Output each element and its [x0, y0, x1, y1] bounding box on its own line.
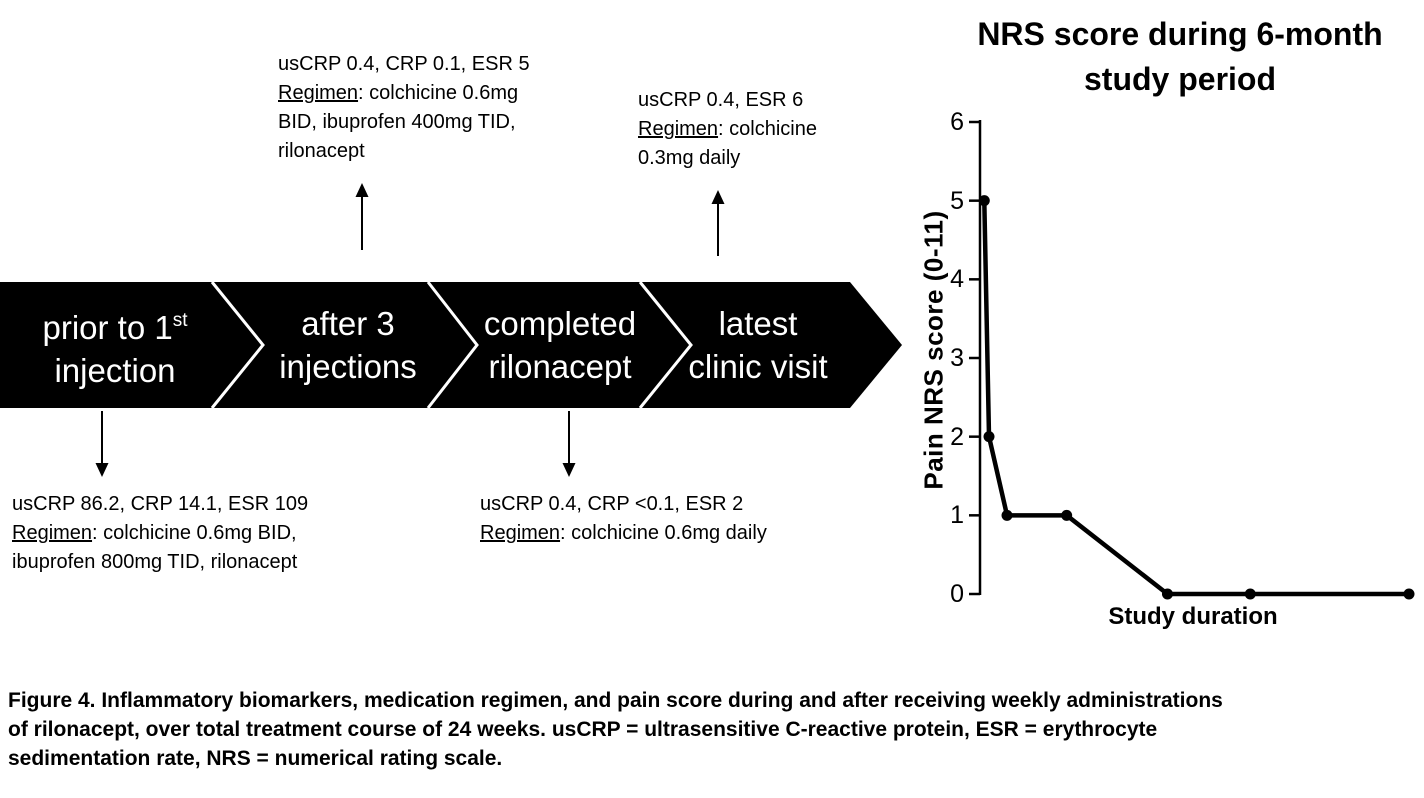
y-tick-label: 4: [950, 265, 964, 293]
nrs-score-line: [982, 200, 1409, 597]
regimen-line: Regimen: colchicine 0.6mg BID,: [12, 522, 297, 544]
ordinal-suffix: st: [172, 309, 188, 331]
y-tick-label: 0: [950, 580, 964, 608]
data-point: [1161, 588, 1173, 600]
timeline-banner: [0, 282, 902, 408]
annotation-completed-rilonacept: usCRP 0.4, CRP <0.1, ESR 2 Regimen: colc…: [480, 490, 767, 548]
data-point: [978, 195, 990, 207]
timeline-stage-prior: prior to 1st injection: [10, 282, 220, 408]
regimen-line: Regimen: colchicine 0.6mg: [278, 82, 519, 104]
data-point: [983, 431, 995, 443]
y-tick-label: 5: [950, 187, 964, 215]
chevron-separator-1: [210, 281, 265, 409]
chart-title-line: study period: [1083, 61, 1276, 97]
stage-line: clinic visit: [688, 348, 828, 385]
stage-line: injections: [279, 348, 417, 385]
timeline-stage-after-3: after 3 injections: [250, 282, 446, 408]
y-tick-label: 2: [950, 423, 964, 451]
biomarker-values: usCRP 0.4, CRP <0.1, ESR 2: [480, 493, 744, 515]
arrow-up-icon-2: [711, 190, 725, 256]
x-axis-label: Study duration: [1108, 603, 1278, 630]
stage-line: prior to 1st: [42, 308, 188, 346]
data-point: [1001, 509, 1013, 521]
stage-line: rilonacept: [488, 348, 632, 385]
y-axis-label: Pain NRS score (0-11): [918, 210, 949, 490]
biomarker-values: usCRP 86.2, CRP 14.1, ESR 109: [12, 493, 309, 515]
data-point: [1403, 588, 1415, 600]
caption-line: Figure 4. Inflammatory biomarkers, medic…: [8, 689, 1223, 712]
caption-line: sedimentation rate, NRS = numerical rati…: [8, 747, 503, 770]
y-tick-label: 3: [950, 344, 964, 372]
timeline-stage-completed: completed rilonacept: [462, 282, 658, 408]
data-point: [1061, 509, 1073, 521]
caption-line: of rilonacept, over total treatment cour…: [8, 718, 1158, 741]
regimen-line: ibuprofen 800mg TID, rilonacept: [12, 551, 298, 573]
arrow-down-icon-2: [562, 411, 576, 477]
nrs-line-chart: [969, 120, 1415, 600]
arrow-down-icon-1: [95, 411, 109, 477]
annotation-prior-injection: usCRP 86.2, CRP 14.1, ESR 109 Regimen: c…: [12, 490, 308, 577]
chart-title: NRS score during 6-month study period: [945, 12, 1415, 102]
chevron-separator-2: [426, 281, 479, 409]
y-tick-label: 1: [950, 501, 964, 529]
timeline-stage-latest: latest clinic visit: [660, 282, 856, 408]
arrow-up-icon-1: [355, 183, 369, 250]
biomarker-values: usCRP 0.4, ESR 6: [638, 89, 804, 111]
annotation-after-3-injections: usCRP 0.4, CRP 0.1, ESR 5 Regimen: colch…: [278, 50, 530, 166]
regimen-line: rilonacept: [278, 140, 365, 162]
annotation-latest-visit: usCRP 0.4, ESR 6 Regimen: colchicine 0.3…: [638, 86, 817, 173]
regimen-line: Regimen: colchicine: [638, 118, 817, 140]
stage-line: injection: [54, 351, 176, 389]
regimen-line: Regimen: colchicine 0.6mg daily: [480, 522, 767, 544]
data-point: [1244, 588, 1256, 600]
stage-line: latest: [718, 305, 798, 342]
chevron-separator-3: [638, 281, 693, 409]
regimen-line: BID, ibuprofen 400mg TID,: [278, 111, 516, 133]
stage-line: after 3: [301, 305, 395, 342]
biomarker-values: usCRP 0.4, CRP 0.1, ESR 5: [278, 53, 530, 75]
stage-line: completed: [483, 305, 637, 342]
figure-caption: Figure 4. Inflammatory biomarkers, medic…: [8, 686, 1223, 773]
chart-title-line: NRS score during 6-month: [977, 16, 1383, 52]
regimen-line: 0.3mg daily: [638, 147, 741, 169]
y-tick-label: 6: [950, 108, 964, 136]
